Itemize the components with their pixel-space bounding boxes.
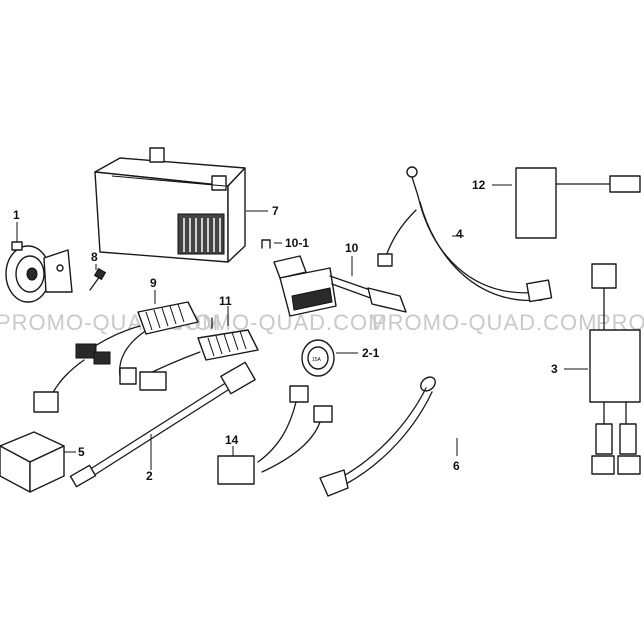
fuse-cable-part[interactable] <box>69 361 256 488</box>
fuse-cap-part[interactable]: 15A <box>301 339 335 377</box>
cdi-unit-part[interactable] <box>589 263 641 475</box>
callout-2-1: 2-1 <box>362 346 380 360</box>
watermark-right: PROMO-QUAD.COM <box>372 310 597 335</box>
callout-1: 1 <box>13 208 20 222</box>
clip-part[interactable] <box>261 239 271 249</box>
watermark-center: PROMO-QUAD.COM <box>162 310 387 335</box>
bolt-part[interactable] <box>89 267 107 291</box>
callout-6: 6 <box>453 459 460 473</box>
block-5-part[interactable] <box>0 431 65 493</box>
callout-4: 4 <box>456 227 463 241</box>
callout-14: 14 <box>225 433 239 447</box>
callout-5: 5 <box>78 445 85 459</box>
callout-11: 11 <box>219 294 232 308</box>
callout-10-1: 10-1 <box>285 236 309 250</box>
battery-part[interactable] <box>94 147 246 263</box>
regulator-9-part[interactable] <box>33 301 199 413</box>
svg-text:15A: 15A <box>312 357 322 363</box>
callout-7: 7 <box>272 204 279 218</box>
cable-4-part[interactable] <box>377 166 553 303</box>
horn-part[interactable] <box>5 241 73 303</box>
callout-10: 10 <box>345 241 359 255</box>
callout-12: 12 <box>472 178 486 192</box>
regulator-11-part[interactable] <box>139 317 259 391</box>
relay-12-part[interactable] <box>515 167 641 239</box>
callout-8: 8 <box>91 250 98 264</box>
callout-3: 3 <box>551 362 558 376</box>
callout-2: 2 <box>146 469 153 483</box>
starter-relay-part[interactable] <box>273 255 407 317</box>
harness-14-part[interactable] <box>217 385 333 485</box>
ground-cable-part[interactable] <box>319 374 438 497</box>
callout-9: 9 <box>150 276 157 290</box>
